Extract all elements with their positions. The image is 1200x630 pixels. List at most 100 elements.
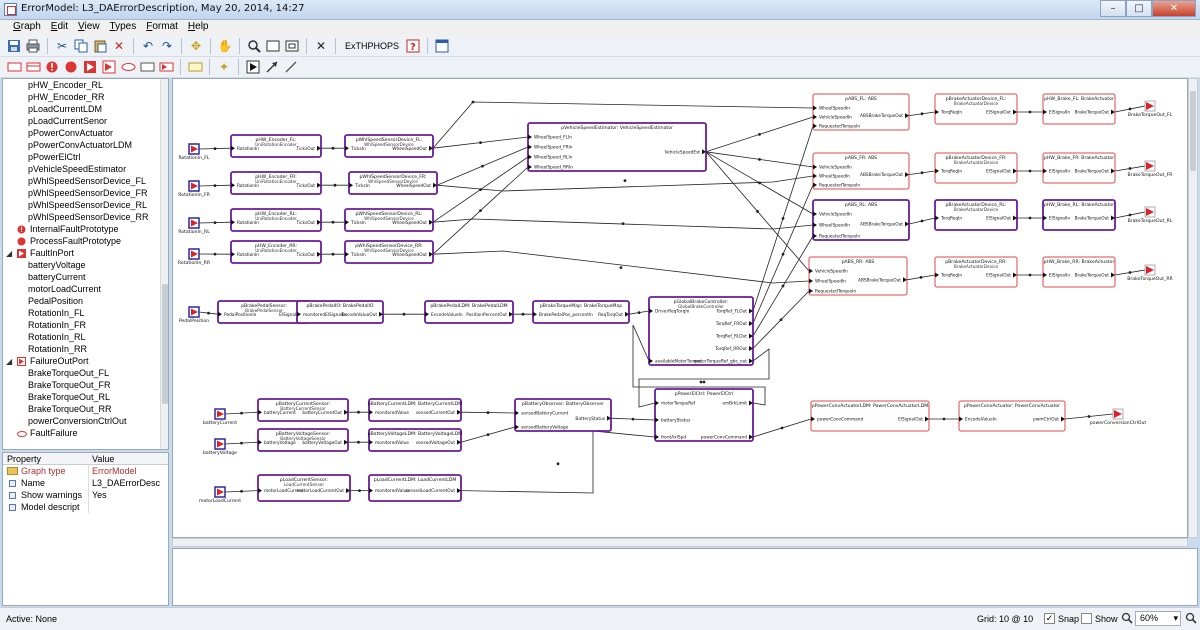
line-connector-icon[interactable] <box>283 59 299 75</box>
copy-icon[interactable] <box>73 38 89 54</box>
port-p-bt-rl[interactable]: BrakeTorqueOut_RL <box>1128 206 1173 224</box>
block-lcs[interactable]: pLoadCurrentSensor:LoadCurrentSensormoto… <box>257 474 351 502</box>
tree-item[interactable]: pPowerConvActuatorLDM <box>3 139 168 151</box>
tree-item[interactable]: pPowerElCtrl <box>3 151 168 163</box>
port-p-bt-rr[interactable]: BrakeTorqueOut_RR <box>1127 264 1174 282</box>
block-ws-rr[interactable]: pWhlSpeedSensorDevice_RR:WhlSpeedSensorD… <box>344 240 434 264</box>
zoom-icon[interactable] <box>246 38 262 54</box>
port-p-rot-rr[interactable]: RotationIn_RR <box>178 248 211 266</box>
tree-item[interactable]: BrakeTorqueOut_FR <box>3 379 168 391</box>
block-bvs[interactable]: pBatteryVoltageSensor:BatteryVoltageSens… <box>257 428 349 452</box>
port-p-bcur[interactable]: batteryCurrent <box>203 408 237 426</box>
zoom-select[interactable]: 60% <box>1135 611 1181 626</box>
property-value[interactable] <box>88 501 160 513</box>
undo-icon[interactable]: ↶ <box>142 39 154 53</box>
zoom-out-icon[interactable] <box>1121 612 1133 626</box>
in-port-icon[interactable] <box>82 59 98 75</box>
tree-item[interactable]: ProcessFaultPrototype <box>3 235 168 247</box>
block-vse[interactable]: pVehicleSpeedEstimator: VehicleSpeedEsti… <box>527 122 707 172</box>
property-row[interactable]: Model descript <box>3 501 168 513</box>
menu-edit[interactable]: Edit <box>50 21 69 32</box>
save-icon[interactable] <box>6 38 22 54</box>
exthphops-button[interactable]: ExTHPHOPS <box>345 41 400 51</box>
hand-icon[interactable]: ✋ <box>217 39 233 53</box>
tree-item[interactable]: ◢FailureOutPort <box>3 355 168 367</box>
failure-icon[interactable] <box>120 59 136 75</box>
tree-item[interactable]: BrakeTorqueOut_RL <box>3 391 168 403</box>
close-button[interactable]: ✕ <box>1152 0 1196 17</box>
block-enc-rr[interactable]: pHW_Encoder_RR:UniRotationEncoderRotatio… <box>230 240 322 264</box>
fault-prototype-icon[interactable] <box>158 59 174 75</box>
help-icon[interactable]: ? <box>405 38 421 54</box>
tree-item[interactable]: powerConversionCtrlOut <box>3 415 168 427</box>
canvas-horizontal-scrollbar[interactable] <box>172 538 1188 547</box>
process-fault-icon[interactable] <box>63 59 79 75</box>
block-bad-rr[interactable]: pBrakeActuatorDevice_RR:BrakeActuatorDev… <box>934 256 1018 288</box>
fault-rect-icon[interactable] <box>6 59 22 75</box>
tree-item[interactable]: RotationIn_FL <box>3 307 168 319</box>
menu-view[interactable]: View <box>78 21 100 32</box>
tree-item[interactable]: batteryVoltage <box>3 259 168 271</box>
block-bpldm[interactable]: pBrakePedalLDM: BrakePedalLDMEncodeValue… <box>424 300 514 324</box>
block-abs-fl[interactable]: pABS_FL: ABSWheelSpeedInVehicleSpeedInRe… <box>812 93 910 131</box>
note-icon[interactable] <box>187 59 203 75</box>
out-port-icon[interactable] <box>101 59 117 75</box>
block-bcldm[interactable]: pBatteryCurrentLDM: BatteryCurrentLDMmon… <box>368 398 463 422</box>
remove-icon[interactable]: ✕ <box>315 39 327 53</box>
tree-item[interactable]: pWhlSpeedSensorDevice_FL <box>3 175 168 187</box>
block-bad-fr[interactable]: pBrakeActuatorDevice_FR:BrakeActuatorDev… <box>934 152 1018 184</box>
collapse-arrow-icon[interactable]: ◢ <box>6 249 13 258</box>
cut-icon[interactable]: ✂ <box>56 39 68 53</box>
tree-item[interactable]: pWhlSpeedSensorDevice_RL <box>3 199 168 211</box>
block-pca[interactable]: pPowerConvActuator: PowerConvActuatorEnc… <box>958 400 1066 432</box>
window-icon[interactable] <box>434 38 450 54</box>
block-ws-rl[interactable]: pWhlSpeedSensorDevice_RL:WhlSpeedSensorD… <box>344 208 434 232</box>
block-bcs[interactable]: pBatteryCurrentSensor:BatteryCurrentSens… <box>257 398 349 422</box>
fit-page-icon[interactable] <box>265 38 281 54</box>
move-icon[interactable]: ✥ <box>190 39 202 53</box>
tree-item[interactable]: BrakeTorqueOut_RR <box>3 403 168 415</box>
block-enc-rl[interactable]: pHW_Encoder_RL:UniRotationEncoderRotatio… <box>230 208 322 232</box>
arrow-connector-icon[interactable] <box>264 59 280 75</box>
port-p-rot-fl[interactable]: RotationIn_FL <box>179 143 210 161</box>
tree-item[interactable]: ◢FaultInPort <box>3 247 168 259</box>
internal-fault-icon[interactable] <box>44 59 60 75</box>
port-p-pcc[interactable]: powerConversionCtrlOut <box>1090 408 1147 426</box>
snap-checkbox[interactable]: ✓ <box>1044 613 1055 624</box>
tree-item[interactable]: pVehicleSpeedEstimator <box>3 163 168 175</box>
maximize-button[interactable]: □ <box>1126 0 1152 17</box>
paste-icon[interactable] <box>92 38 108 54</box>
port-tool-icon[interactable] <box>245 59 261 75</box>
block-gbc[interactable]: pGlobalBrakeController:GlobalBrakeContro… <box>648 296 754 366</box>
tree-item[interactable]: motorLoadCurrent <box>3 283 168 295</box>
port-p-rot-fr[interactable]: RotationIn_FR <box>178 180 211 198</box>
block-btm[interactable]: pBrakeTorqueMap: BrakeTorqueMapBrakePeda… <box>532 300 630 324</box>
tree-item[interactable]: PedalPosition <box>3 295 168 307</box>
menu-help[interactable]: Help <box>187 21 209 32</box>
tree-item[interactable]: pHW_Encoder_RR <box>3 91 168 103</box>
menu-format[interactable]: Format <box>146 21 178 32</box>
tree-item[interactable]: RotationIn_FR <box>3 319 168 331</box>
vertical-scrollbar-thumb[interactable] <box>1190 91 1196 171</box>
tree-item[interactable]: pHW_Encoder_RL <box>3 79 168 91</box>
block-lcldm[interactable]: pLoadCurrentLDM: LoadCurrentLDMmonitored… <box>368 474 462 502</box>
redo-icon[interactable]: ↷ <box>161 39 173 53</box>
delete-icon[interactable]: ✕ <box>113 39 125 53</box>
block-bvldm[interactable]: pBatteryVoltageLDM: BatteryVoltageLDMmon… <box>368 428 463 452</box>
tree-item[interactable]: InternalFaultPrototype <box>3 223 168 235</box>
collapse-arrow-icon[interactable]: ◢ <box>6 357 13 366</box>
print-icon[interactable] <box>25 38 41 54</box>
property-value[interactable]: Yes <box>88 489 160 501</box>
block-abs-fr[interactable]: pABS_FR: ABSVehicleSpeedInWheelSpeedInRe… <box>812 152 910 190</box>
block-bpio[interactable]: pBrakePedalIO: BrakePedalIOmonitoredElSi… <box>296 300 384 324</box>
error-model-diagram[interactable]: pHW_Encoder_FL:UniRotationEncoderRotatio… <box>173 79 1188 538</box>
show-checkbox[interactable] <box>1081 613 1092 624</box>
tree-item[interactable]: RotationIn_RR <box>3 343 168 355</box>
block-abs-rl[interactable]: pABS_RL: ABSVehicleSpeedInWheelSpeedInRe… <box>812 199 910 241</box>
minimize-button[interactable]: – <box>1100 0 1126 17</box>
block-enc-fl[interactable]: pHW_Encoder_FL:UniRotationEncoderRotatio… <box>230 134 322 158</box>
